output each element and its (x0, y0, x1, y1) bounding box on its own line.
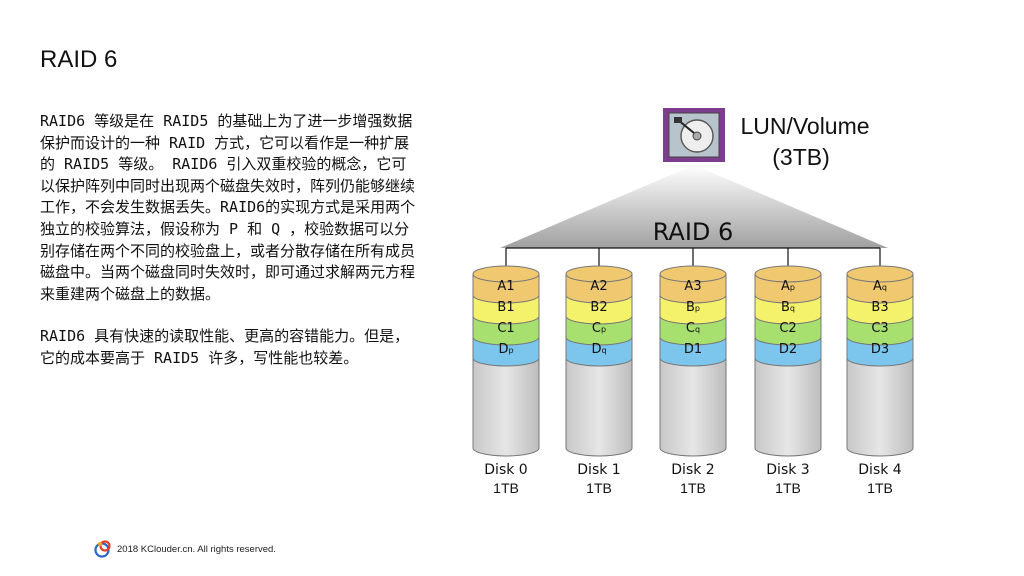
disk-size-label: 1TB (493, 480, 519, 496)
connector-lines (505, 247, 881, 266)
disk-top (754, 265, 822, 283)
stripe-label: Ap (781, 279, 795, 294)
disk-top (472, 265, 540, 283)
disk-size-label: 1TB (680, 480, 706, 496)
disk-body (472, 357, 540, 457)
copyright-text: 2018 KClouder.cn. All rights reserved. (117, 543, 276, 555)
stripe-label: A3 (684, 279, 701, 294)
paragraph-1: RAID6 等级是在 RAID5 的基础上为了进一步增强数据保护而设计的一种 R… (40, 112, 416, 303)
disk-body (565, 357, 633, 457)
stripe-label: Bp (686, 300, 700, 315)
disk-top (659, 265, 727, 283)
stripe-label: B2 (590, 300, 607, 315)
stripe-label: Bq (781, 300, 795, 315)
kclouder-logo-icon (94, 540, 111, 558)
lun-volume-label: LUN/Volume (740, 113, 869, 139)
stripe-label: B1 (497, 300, 514, 315)
lun-volume-icon (663, 108, 725, 162)
stripe-label: A2 (590, 279, 607, 294)
disk-top (846, 265, 914, 283)
disk-name-label: Disk 0 (484, 462, 527, 478)
disk-size-label: 1TB (867, 480, 893, 496)
stripe-label: C3 (871, 321, 888, 336)
disk-name-label: Disk 1 (577, 462, 620, 478)
disk-body (846, 357, 914, 457)
disk-body (659, 357, 727, 457)
stripe-label: C1 (497, 321, 514, 336)
stripe-label: Aq (873, 279, 887, 294)
stripe-label: Dq (591, 342, 606, 357)
stripe-label: A1 (497, 279, 514, 294)
stripe-label: D2 (779, 342, 797, 357)
raid-fanout-triangle (500, 165, 888, 248)
disk-size-label: 1TB (586, 480, 612, 496)
disk-name-label: Disk 2 (671, 462, 714, 478)
disk-name-label: Disk 4 (858, 462, 902, 478)
stripe-label: B3 (871, 300, 888, 315)
stripe-label: Dp (498, 342, 513, 357)
disk-body (754, 357, 822, 457)
stripe-label: C2 (779, 321, 796, 336)
stripe-label: Cq (686, 321, 700, 336)
footer: 2018 KClouder.cn. All rights reserved. (93, 538, 276, 560)
raid-level-label: RAID 6 (653, 218, 734, 246)
body-text: RAID6 等级是在 RAID5 的基础上为了进一步增强数据保护而设计的一种 R… (40, 111, 418, 391)
disk-name-label: Disk 3 (766, 462, 809, 478)
disk-size-label: 1TB (775, 480, 801, 496)
paragraph-2: RAID6 具有快速的读取性能、更高的容错能力。但是，它的成本要高于 RAID5… (40, 327, 410, 367)
stripe-label: D1 (684, 342, 702, 357)
disk-top (565, 265, 633, 283)
slide-title: RAID 6 (40, 46, 118, 73)
stripe-label: D3 (871, 342, 889, 357)
lun-capacity-label: (3TB) (772, 144, 830, 170)
stripe-label: Cp (592, 321, 606, 336)
